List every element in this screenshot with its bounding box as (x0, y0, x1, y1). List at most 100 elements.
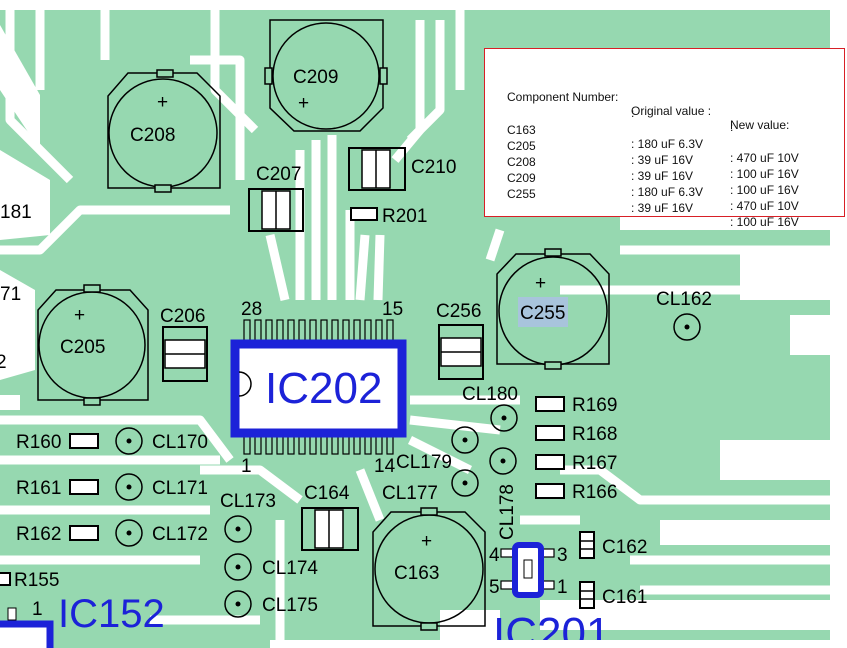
plus-sign: + (421, 531, 432, 552)
capacitor-c162: C162 (579, 531, 647, 559)
label-cl175: CL175 (262, 595, 318, 616)
resistor-r162: R162 (16, 524, 99, 545)
top-strip (0, 0, 847, 10)
testpoint-cl162: CL162 (656, 289, 712, 341)
label-r169: R169 (572, 395, 617, 416)
resistor-r166: R166 (535, 482, 617, 503)
part-number: C208 (507, 155, 536, 169)
label-cl174: CL174 (262, 558, 318, 579)
capacitor-c163: + C163 (372, 507, 486, 631)
resistor-r168: R168 (535, 424, 617, 445)
pin-label-ic152: 1 (32, 599, 43, 620)
testpoint-cl178: CL178 (489, 447, 518, 540)
label-cl178: CL178 (497, 484, 518, 540)
plus-sign: + (535, 273, 546, 294)
pin-label-3: 3 (557, 545, 568, 566)
capacitor-c256: C256 (436, 301, 484, 380)
new-value: : 470 uF 10V (730, 199, 799, 213)
label-cl172: CL172 (152, 524, 208, 545)
note-row: C163 : 180 uF 6.3V : 470 uF 10V (507, 109, 799, 179)
colon: : (631, 106, 635, 120)
resistor-r201: R201 (350, 206, 427, 227)
pin-label-1b: 1 (557, 577, 568, 598)
testpoint-cl173: CL173 (220, 491, 276, 543)
label-c208: C208 (130, 125, 175, 146)
resistor-r169: R169 (535, 395, 617, 416)
label-c161: C161 (602, 587, 647, 608)
label-c163: C163 (394, 563, 439, 584)
pin-label-28: 28 (241, 299, 262, 320)
note-header-row: Component Number: Original value : New v… (507, 76, 789, 146)
original-value: : 39 uF 16V (631, 169, 694, 183)
capacitor-c164: C164 (301, 483, 359, 551)
selection-highlight (518, 297, 568, 327)
testpoint-cl175: CL175 (224, 590, 318, 618)
new-value: : 470 uF 10V (730, 151, 799, 165)
resistor-r161: R161 (16, 478, 99, 499)
label-cl179: CL179 (396, 452, 452, 473)
label-fragment-2: 2 (0, 352, 7, 373)
capacitor-c210: C210 (348, 147, 456, 191)
pin-label-5: 5 (489, 577, 500, 598)
testpoint-cl174: CL174 (224, 553, 318, 581)
label-r201: R201 (382, 206, 427, 227)
bottom-strip (270, 640, 830, 648)
label-c206: C206 (160, 306, 205, 327)
resistor-r167: R167 (535, 453, 617, 474)
label-fragment-181: 181 (0, 202, 32, 223)
original-value: : 39 uF 16V (631, 153, 694, 167)
note-row: C255 : 39 uF 16V : 100 uF 16V (507, 173, 799, 243)
original-value: : 39 uF 16V (631, 201, 694, 215)
label-c207: C207 (256, 164, 301, 185)
label-ic202: IC202 (265, 364, 382, 413)
plus-sign: + (74, 305, 85, 326)
note-row: C208 : 39 uF 16V : 100 uF 16V (507, 141, 799, 211)
note-colon-row: : : (507, 92, 733, 148)
capacitor-c161: C161 (579, 581, 647, 609)
label-c255: C255 (520, 303, 565, 324)
ic-ic152: 1 IC152 (0, 592, 165, 648)
label-c210: C210 (411, 157, 456, 178)
pin-label-4: 4 (489, 545, 500, 566)
label-cl177: CL177 (382, 483, 438, 504)
label-cl170: CL170 (152, 432, 208, 453)
label-r166: R166 (572, 482, 617, 503)
colon: : (730, 120, 734, 134)
label-r160: R160 (16, 432, 61, 453)
ic-ic202: IC202 28 15 1 14 (230, 299, 407, 477)
label-r161: R161 (16, 478, 61, 499)
header-new-value: New value: (730, 118, 790, 132)
note-row: C209 : 180 uF 6.3V : 470 uF 10V (507, 157, 799, 227)
label-fragment-71: 71 (0, 284, 21, 305)
part-number: C209 (507, 171, 536, 185)
original-value: : 180 uF 6.3V (631, 185, 704, 199)
original-value: : 180 uF 6.3V (631, 137, 704, 151)
resistor-r160: R160 (16, 432, 99, 453)
capacitor-c255: + C255 (496, 248, 610, 370)
note-row: C205 : 39 uF 16V : 100 uF 16V (507, 125, 799, 195)
new-value: : 100 uF 16V (730, 215, 799, 229)
header-component-number: Component Number: (507, 90, 619, 104)
label-cl171: CL171 (152, 478, 208, 499)
testpoint-cl170: CL170 (115, 427, 208, 455)
pin-label-14: 14 (374, 456, 396, 477)
testpoint-cl180: CL180 (462, 384, 518, 432)
label-cl173: CL173 (220, 491, 276, 512)
testpoint-cl171: CL171 (115, 473, 208, 501)
label-r168: R168 (572, 424, 617, 445)
plus-sign: + (298, 93, 309, 114)
testpoint-cl179: CL179 (396, 426, 479, 473)
capacitor-c206: C206 (160, 306, 208, 382)
label-c256: C256 (436, 301, 481, 322)
capacitor-c208: + C208 (107, 69, 221, 193)
label-cl180: CL180 (462, 384, 518, 405)
testpoint-cl172: CL172 (115, 519, 208, 547)
new-value: : 100 uF 16V (730, 167, 799, 181)
capacitor-c209: C209 + (264, 19, 388, 132)
resistor-r155: R155 (0, 570, 59, 591)
label-r167: R167 (572, 453, 617, 474)
label-c205: C205 (60, 337, 105, 358)
testpoint-cl177: CL177 (382, 469, 479, 504)
label-cl162: CL162 (656, 289, 712, 310)
pin-label-1: 1 (241, 456, 252, 477)
